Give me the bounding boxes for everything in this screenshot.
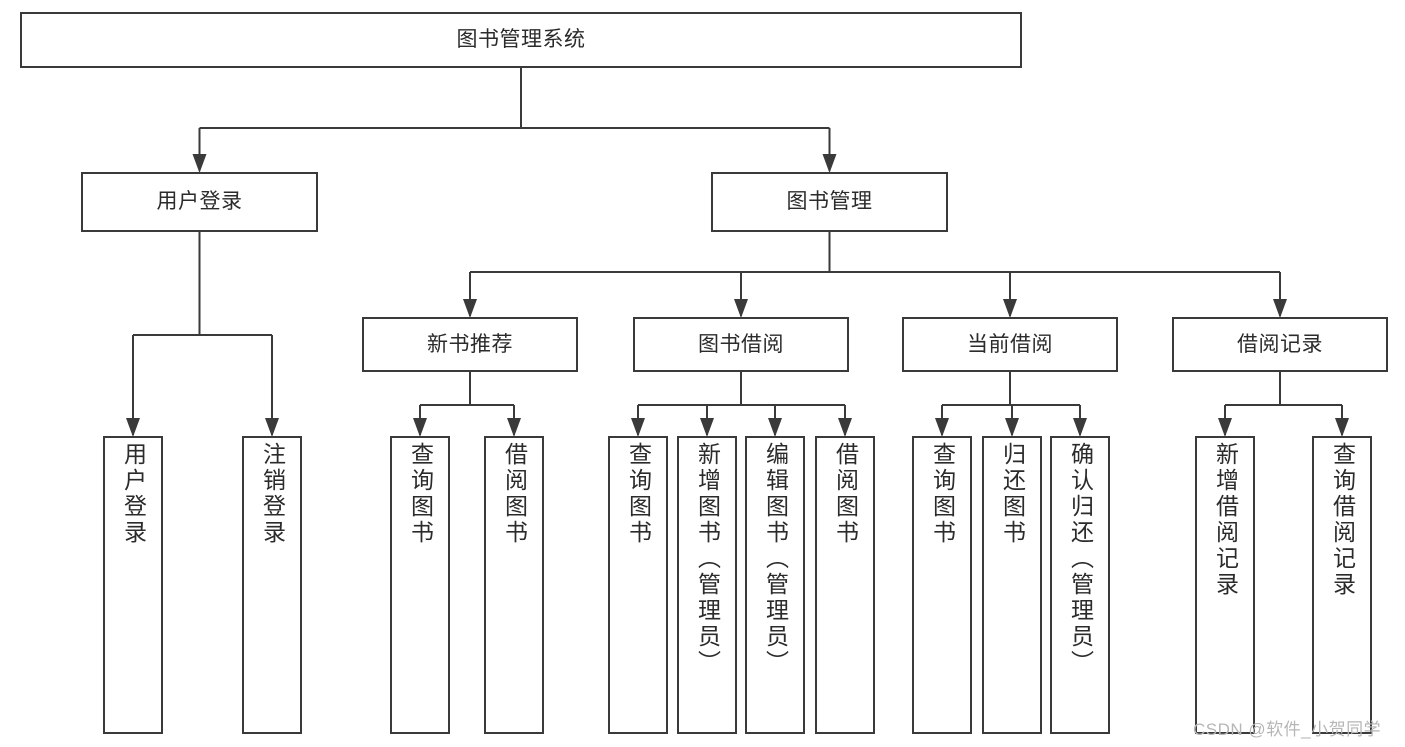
node-label: 归还图书	[999, 442, 1026, 546]
node-label: 编辑图书（管理员）	[762, 442, 789, 676]
node-l-edit[interactable]: 编辑图书（管理员）	[745, 436, 805, 734]
node-bookmgmt[interactable]: 图书管理	[711, 172, 948, 232]
node-l-add[interactable]: 新增图书（管理员）	[677, 436, 737, 734]
node-label: 注销登录	[259, 442, 286, 546]
node-label: 查询图书	[407, 442, 434, 546]
node-label: 新增图书（管理员）	[694, 442, 721, 676]
node-login[interactable]: 用户登录	[81, 172, 318, 232]
node-l-query3[interactable]: 查询图书	[912, 436, 972, 734]
node-records[interactable]: 借阅记录	[1172, 317, 1388, 372]
node-borrow[interactable]: 图书借阅	[633, 317, 849, 372]
node-l-return[interactable]: 归还图书	[982, 436, 1042, 734]
node-label: 借阅图书	[501, 442, 528, 546]
node-label: 借阅图书	[832, 442, 859, 546]
node-l-addrec[interactable]: 新增借阅记录	[1195, 436, 1255, 734]
node-l-borrow1[interactable]: 借阅图书	[484, 436, 544, 734]
node-label: 图书管理系统	[456, 28, 586, 52]
node-l-logout[interactable]: 注销登录	[242, 436, 302, 734]
node-label: 查询图书	[625, 442, 652, 546]
node-label: 图书借阅	[698, 332, 784, 356]
watermark-text: CSDN @软件_小贺同学	[1193, 720, 1382, 739]
node-label: 当前借阅	[967, 332, 1053, 356]
node-l-confirm[interactable]: 确认归还（管理员）	[1050, 436, 1110, 734]
node-label: 确认归还（管理员）	[1067, 442, 1094, 676]
node-label: 新增借阅记录	[1212, 442, 1239, 598]
node-label: 查询图书	[929, 442, 956, 546]
node-label: 借阅记录	[1237, 332, 1323, 356]
node-newbook[interactable]: 新书推荐	[362, 317, 578, 372]
node-current[interactable]: 当前借阅	[902, 317, 1118, 372]
node-l-login[interactable]: 用户登录	[103, 436, 163, 734]
node-label: 新书推荐	[427, 332, 513, 356]
node-l-query2[interactable]: 查询图书	[608, 436, 668, 734]
node-l-query1[interactable]: 查询图书	[390, 436, 450, 734]
node-l-borrow2[interactable]: 借阅图书	[815, 436, 875, 734]
node-label: 图书管理	[786, 190, 873, 214]
node-label: 查询借阅记录	[1329, 442, 1356, 598]
node-root[interactable]: 图书管理系统	[20, 12, 1022, 68]
node-label: 用户登录	[156, 190, 243, 214]
node-l-queryrec[interactable]: 查询借阅记录	[1312, 436, 1372, 734]
node-label: 用户登录	[120, 442, 147, 546]
